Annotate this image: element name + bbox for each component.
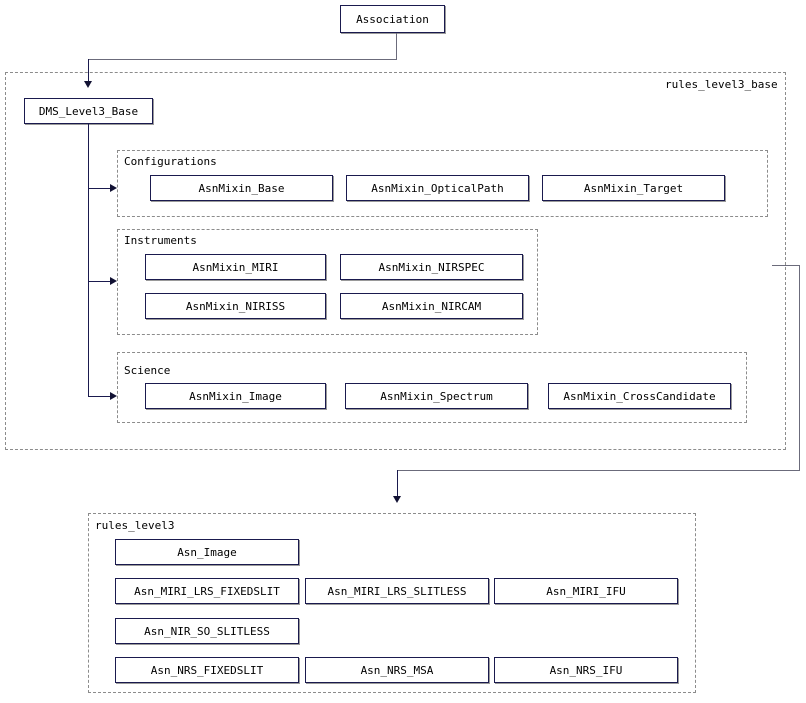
edge-bottom-left [397,470,800,471]
node-association-label: Association [356,12,429,26]
cluster-instruments-label: Instruments [124,234,197,247]
node-asn-nrs-msa[interactable]: Asn_NRS_MSA [305,657,489,683]
node-asn-image-label: Asn_Image [177,545,237,559]
node-asnmixin-spectrum-label: AsnMixin_Spectrum [380,389,493,403]
cluster-science [117,352,747,423]
edge-base-to-science [88,396,113,397]
node-asnmixin-base-label: AsnMixin_Base [198,181,285,195]
node-asnmixin-nircam-label: AsnMixin_NIRCAM [381,299,482,313]
edge-down-to-rules-level3 [397,470,398,497]
node-dms-level3-base[interactable]: DMS_Level3_Base [24,98,153,124]
cluster-configurations [117,150,768,217]
cluster-configurations-label: Configurations [124,155,217,168]
node-asn-miri-lrs-slitless-label: Asn_MIRI_LRS_SLITLESS [327,584,467,598]
edge-association-down [396,33,397,59]
node-asnmixin-nirspec[interactable]: AsnMixin_NIRSPEC [340,254,523,280]
node-association[interactable]: Association [340,5,445,33]
node-asnmixin-spectrum[interactable]: AsnMixin_Spectrum [345,383,528,409]
node-asnmixin-nirspec-label: AsnMixin_NIRSPEC [378,260,485,274]
cluster-instruments [117,229,538,335]
cluster-rules-level3-label: rules_level3 [95,519,175,532]
node-asnmixin-crosscandidate-label: AsnMixin_CrossCandidate [563,389,716,403]
edge-association-left [88,59,397,60]
edge-base-to-instruments [88,281,113,282]
node-asn-nrs-ifu[interactable]: Asn_NRS_IFU [494,657,678,683]
node-asn-miri-lrs-fixedslit[interactable]: Asn_MIRI_LRS_FIXEDSLIT [115,578,299,604]
edge-right-stub [786,265,800,266]
node-asn-miri-lrs-fixedslit-label: Asn_MIRI_LRS_FIXEDSLIT [134,584,280,598]
node-asn-image[interactable]: Asn_Image [115,539,299,565]
edge-base-trunk [88,124,89,396]
edge-association-to-base [88,59,89,82]
node-asn-nir-so-slitless[interactable]: Asn_NIR_SO_SLITLESS [115,618,299,644]
node-dms-level3-base-label: DMS_Level3_Base [38,104,139,118]
arrowhead-to-dms-level3-base [84,81,92,88]
edge-base-to-configurations [88,188,113,189]
node-asn-nrs-fixedslit[interactable]: Asn_NRS_FIXEDSLIT [115,657,299,683]
node-asnmixin-niriss-label: AsnMixin_NIRISS [185,299,286,313]
node-asnmixin-crosscandidate[interactable]: AsnMixin_CrossCandidate [548,383,731,409]
cluster-science-label: Science [124,364,171,377]
node-asn-nrs-fixedslit-label: Asn_NRS_FIXEDSLIT [150,663,264,677]
node-asn-nrs-msa-label: Asn_NRS_MSA [360,663,434,677]
edge-right-stub-inner [772,265,788,266]
cluster-rules-level3 [88,513,696,693]
node-asn-nir-so-slitless-label: Asn_NIR_SO_SLITLESS [144,624,270,638]
cluster-rules-level3-base [5,72,786,450]
arrowhead-to-rules-level3 [393,496,401,503]
node-asnmixin-miri-label: AsnMixin_MIRI [192,260,279,274]
node-asn-miri-ifu-label: Asn_MIRI_IFU [546,584,626,598]
node-asnmixin-opticalpath[interactable]: AsnMixin_OpticalPath [346,175,529,201]
node-asnmixin-opticalpath-label: AsnMixin_OpticalPath [371,181,504,195]
node-asnmixin-nircam[interactable]: AsnMixin_NIRCAM [340,293,523,319]
node-asn-miri-lrs-slitless[interactable]: Asn_MIRI_LRS_SLITLESS [305,578,489,604]
arrowhead-to-configurations [110,184,117,192]
node-asnmixin-miri[interactable]: AsnMixin_MIRI [145,254,326,280]
arrowhead-to-science [110,392,117,400]
cluster-rules-level3-base-label: rules_level3_base [665,78,778,91]
node-asn-miri-ifu[interactable]: Asn_MIRI_IFU [494,578,678,604]
node-asnmixin-image-label: AsnMixin_Image [189,389,282,403]
edge-right-down [799,265,800,470]
node-asn-nrs-ifu-label: Asn_NRS_IFU [549,663,623,677]
node-asnmixin-target-label: AsnMixin_Target [583,181,684,195]
arrowhead-to-instruments [110,277,117,285]
node-asnmixin-base[interactable]: AsnMixin_Base [150,175,333,201]
node-asnmixin-target[interactable]: AsnMixin_Target [542,175,725,201]
node-asnmixin-image[interactable]: AsnMixin_Image [145,383,326,409]
node-asnmixin-niriss[interactable]: AsnMixin_NIRISS [145,293,326,319]
